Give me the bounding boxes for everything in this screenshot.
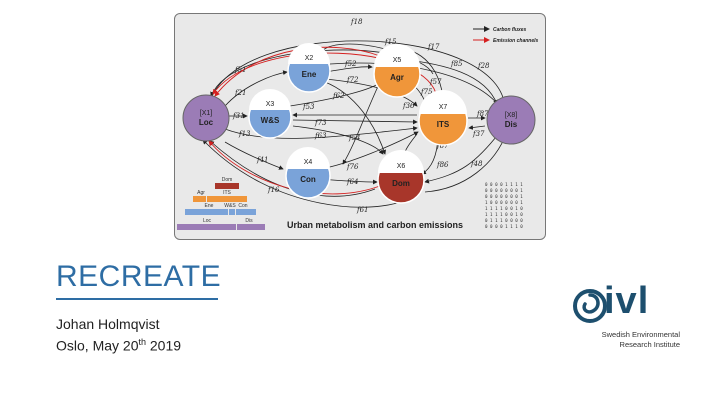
logo-word: ivl — [604, 280, 650, 322]
year-text: 2019 — [146, 337, 182, 354]
flux-label: f57 — [429, 78, 442, 86]
node-its: X7 ITS — [418, 90, 468, 146]
matrix-row: 0 1 1 1 0 0 0 0 — [485, 218, 523, 223]
bar-label-loc: Loc — [203, 218, 212, 224]
node-agr: X5 Agr — [373, 44, 421, 98]
bar-label-ene: Ene — [205, 203, 214, 209]
flux-label: f41 — [256, 156, 269, 164]
flux-label: f37 — [472, 130, 485, 138]
flux-label: f64 — [346, 178, 359, 186]
flux-label: f52 — [344, 60, 357, 68]
node-label: Ene — [302, 70, 317, 79]
node-dom: X6 Dom — [377, 150, 425, 204]
matrix-row: 1 1 1 1 0 0 1 0 — [485, 206, 523, 211]
flux-label: f28 — [477, 62, 490, 70]
flux-label: f16 — [267, 186, 280, 194]
node-code: [X8] — [505, 112, 518, 119]
flux-label: f48 — [470, 160, 483, 168]
place-date-text: Oslo, May 20 — [56, 337, 139, 354]
logo-subtitle-1: Swedish Environmental — [601, 330, 680, 339]
urban-metabolism-diagram: Carbon fluxes Emission channels — [177, 18, 539, 230]
node-con: X4 Con — [285, 147, 331, 199]
logo-subtitle-2: Research Institute — [619, 340, 680, 349]
date-suffix: th — [138, 337, 146, 347]
flux-label: f31 — [232, 112, 245, 120]
bar-label-agr: Agr — [197, 190, 205, 196]
node-ws: X3 W&S — [248, 89, 292, 139]
flux-label: f85 — [450, 60, 463, 68]
flux-label: f86 — [436, 161, 449, 169]
node-code: X2 — [305, 55, 314, 62]
matrix-row: 0 0 0 0 1 1 1 0 — [485, 224, 523, 229]
node-code: X6 — [397, 163, 406, 170]
flux-label: f17 — [427, 43, 440, 51]
diagram-panel: Carbon fluxes Emission channels — [174, 13, 546, 240]
legend: Carbon fluxes Emission channels — [473, 26, 539, 44]
diagram-caption: Urban metabolism and carbon emissions — [287, 220, 463, 230]
matrix-row: 0 0 0 0 0 0 0 1 — [485, 188, 523, 193]
flux-label: f73 — [314, 119, 327, 127]
flux-label: f76 — [346, 163, 359, 171]
matrix-row: 1 0 0 0 0 0 0 1 — [485, 200, 523, 205]
node-loc: [X1] Loc — [182, 94, 230, 142]
matrix-row: 1 1 1 1 0 0 1 0 — [485, 212, 523, 217]
flux-label: f21 — [234, 89, 247, 97]
matrix-row: 0 0 0 0 1 1 1 1 — [485, 182, 523, 187]
flux-label: f18 — [350, 18, 363, 26]
bar-label-dom: Dom — [222, 177, 233, 183]
flux-label: f63 — [314, 132, 327, 140]
node-code: X3 — [266, 101, 275, 108]
flux-label: f13 — [238, 130, 251, 138]
author-name: Johan Holmqvist — [56, 316, 160, 332]
node-ene: X2 Ene — [287, 43, 331, 93]
flux-label: f36 — [402, 102, 415, 110]
flux-label: f62 — [332, 92, 345, 100]
flux-label: f53 — [302, 103, 315, 111]
slide-title: RECREATE — [56, 260, 222, 293]
node-label: Dom — [392, 179, 410, 188]
node-code: X5 — [393, 57, 402, 64]
hierarchy-bars: Dom Agr ITS Ene W&S Con Loc Dis — [177, 177, 265, 230]
node-code: X4 — [304, 159, 313, 166]
node-label: W&S — [261, 116, 280, 125]
bar-label-con: Con — [238, 203, 247, 209]
flux-label: f54 — [348, 134, 361, 142]
node-dis: [X8] Dis — [486, 95, 536, 145]
node-code: [X1] — [200, 110, 213, 117]
flux-labels: f18 f15 f17 f51 f52 f85 f28 f21 f72 f57 … — [232, 18, 490, 214]
node-label: Dis — [505, 120, 518, 129]
flux-label: f61 — [356, 206, 369, 214]
flux-label: f51 — [234, 66, 247, 74]
adjacency-matrix: 0 0 0 0 1 1 1 1 0 0 0 0 0 0 0 1 0 0 0 0 … — [485, 182, 523, 229]
bar-label-dis: Dis — [245, 218, 253, 224]
bar-label-ws: W&S — [224, 203, 236, 209]
matrix-row: 0 0 0 0 0 0 0 1 — [485, 194, 523, 199]
legend-carbon-label: Carbon fluxes — [493, 27, 527, 33]
node-label: ITS — [437, 120, 450, 129]
presentation-place-date: Oslo, May 20th 2019 — [56, 337, 181, 354]
flux-label: f67 — [436, 142, 449, 150]
bar-label-its: ITS — [223, 190, 231, 196]
ivl-logo: ivl Swedish Environmental Research Insti… — [570, 280, 680, 356]
title-underline — [56, 298, 218, 300]
node-label: Loc — [199, 118, 214, 127]
node-label: Con — [300, 175, 316, 184]
legend-emission-label: Emission channels — [493, 38, 539, 44]
node-code: X7 — [439, 104, 448, 111]
swirl-icon — [573, 289, 607, 323]
flux-label: f75 — [420, 88, 433, 96]
node-label: Agr — [390, 73, 404, 82]
flux-label: f15 — [384, 38, 397, 46]
flux-label: f72 — [346, 76, 359, 84]
flux-label: f87 — [476, 110, 489, 118]
